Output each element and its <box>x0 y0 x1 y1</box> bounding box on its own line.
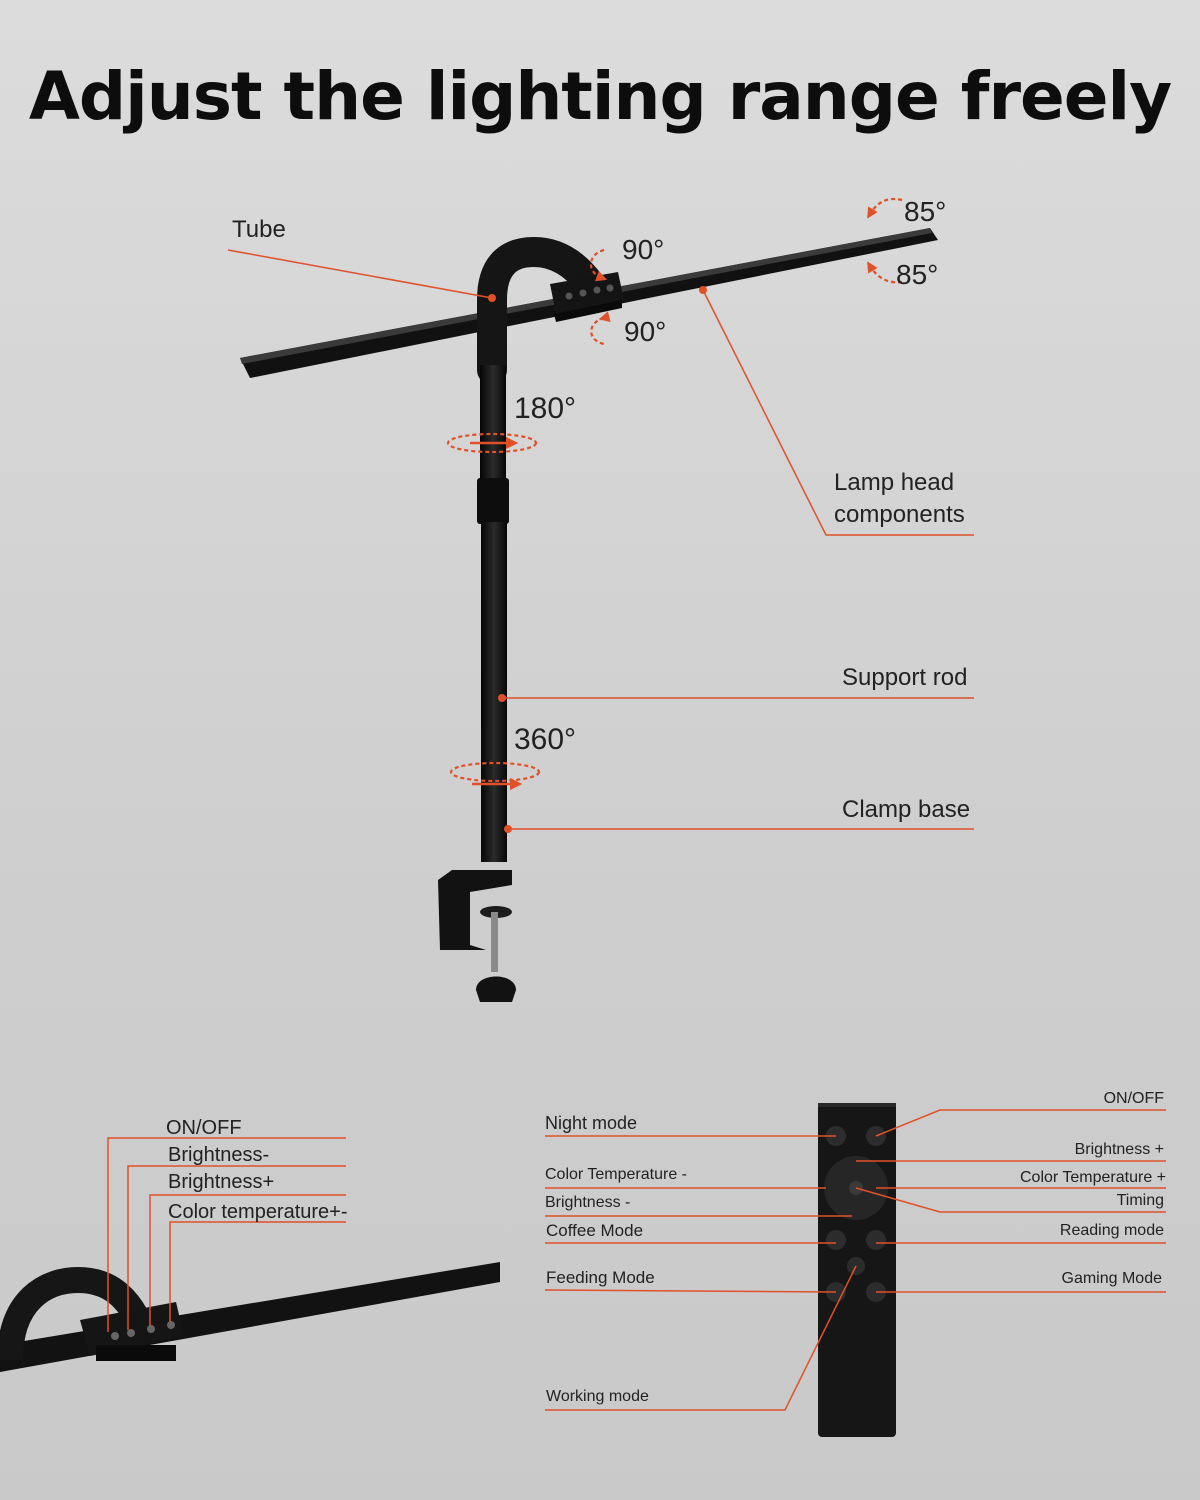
support-rod <box>481 522 507 862</box>
remote-control <box>818 1103 896 1437</box>
remote-color-temp-plus: Color Temperature + <box>1020 1169 1166 1186</box>
angle-joint-up: 90° <box>622 234 665 265</box>
leader-dots <box>488 286 707 833</box>
lamp-button-leaders <box>107 1137 346 1332</box>
lamp-btn-onoff: ON/OFF <box>166 1117 242 1139</box>
clamp <box>438 870 516 1002</box>
lamp-btn-brightness-minus: Brightness- <box>168 1144 270 1166</box>
remote-color-temp-minus: Color Temperature - <box>545 1166 687 1183</box>
remote-night-mode: Night mode <box>545 1113 638 1133</box>
lamp-btn-brightness-plus: Brightness+ <box>168 1171 275 1193</box>
lamp-closeup <box>0 1262 500 1372</box>
label-clamp-base: Clamp base <box>842 796 971 823</box>
upper-rod <box>480 365 506 480</box>
rotation-arrows <box>446 197 903 783</box>
remote-timing: Timing <box>1116 1192 1164 1209</box>
label-lamp-head: Lamp head components <box>834 469 965 528</box>
lamp-btn-color-temp: Color temperature+- <box>168 1201 348 1223</box>
remote-onoff: ON/OFF <box>1103 1090 1164 1107</box>
label-support-rod: Support rod <box>842 664 968 691</box>
tube-arm <box>477 236 605 385</box>
angle-head-down: 85° <box>896 259 939 290</box>
remote-reading-mode: Reading mode <box>1059 1222 1164 1239</box>
page-title: Adjust the lighting range freely <box>28 58 1172 135</box>
joint-block <box>550 272 624 322</box>
angle-upper-rotation: 180° <box>514 392 577 425</box>
remote-working-mode: Working mode <box>546 1388 649 1405</box>
label-tube: Tube <box>232 216 286 243</box>
leader-lines <box>227 249 974 830</box>
remote-brightness-minus: Brightness - <box>545 1194 631 1211</box>
remote-coffee-mode: Coffee Mode <box>546 1221 644 1240</box>
angle-lower-rotation: 360° <box>514 723 577 756</box>
remote-gaming-mode: Gaming Mode <box>1061 1270 1163 1287</box>
angle-head-up: 85° <box>904 196 947 227</box>
remote-feeding-mode: Feeding Mode <box>546 1268 655 1287</box>
rod-collar <box>477 478 509 524</box>
remote-brightness-plus: Brightness + <box>1074 1141 1164 1158</box>
remote-leaders <box>544 1109 1166 1411</box>
angle-joint-down: 90° <box>624 316 667 347</box>
rotation-solid-arrows <box>470 436 523 791</box>
